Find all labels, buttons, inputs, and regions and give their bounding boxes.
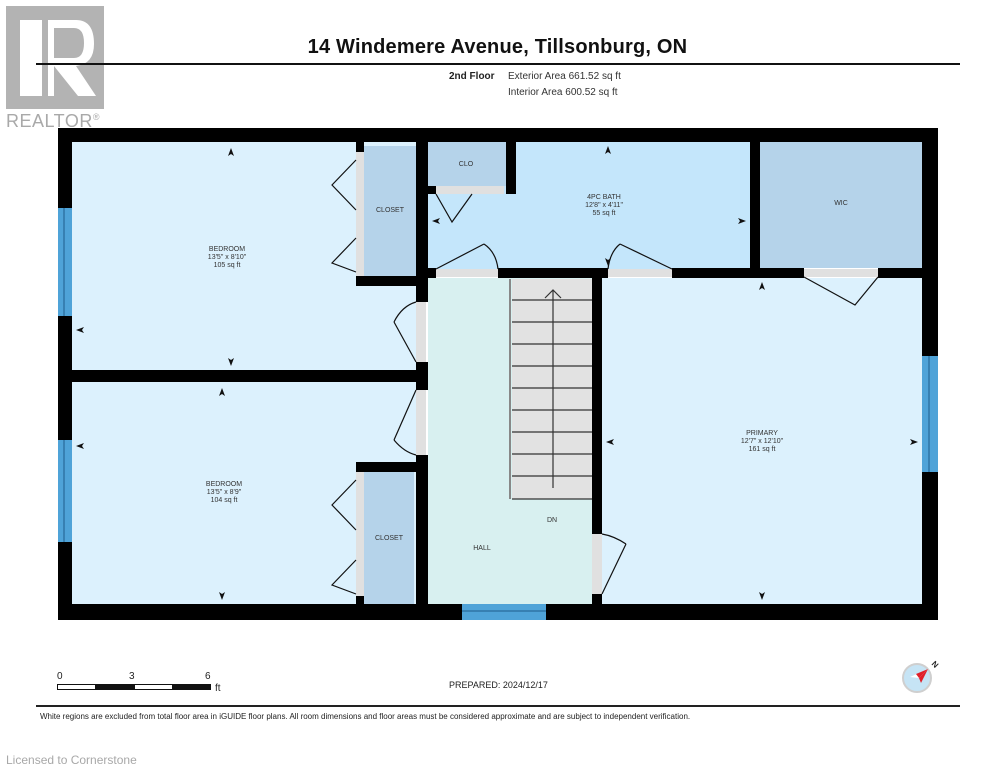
closet-2-area <box>364 472 414 604</box>
room-label-hall: HALL <box>473 545 491 552</box>
scale-label-3: 3 <box>129 671 135 682</box>
interior-area: Interior Area 600.52 sq ft <box>508 87 618 98</box>
prepared-date: PREPARED: 2024/12/17 <box>449 680 548 690</box>
scale-label-0: 0 <box>57 671 63 682</box>
room-label-closet-1: CLOSET <box>375 207 405 214</box>
room-label-clo: CLO <box>458 161 474 168</box>
scale-unit: ft <box>215 683 221 694</box>
page-title: 14 Windemere Avenue, Tillsonburg, ON <box>307 36 688 58</box>
floor-label: 2nd Floor <box>449 71 495 82</box>
clo-area <box>428 142 506 186</box>
wic-area <box>760 142 922 268</box>
compass-icon <box>902 663 932 693</box>
windows <box>58 208 938 620</box>
closet-1-area <box>364 146 416 276</box>
realtor-wordmark: REALTOR® <box>6 111 100 131</box>
licensed-to: Licensed to Cornerstone <box>6 753 137 767</box>
scale-label-6: 6 <box>205 671 211 682</box>
primary-area <box>602 278 922 604</box>
stairs <box>512 279 592 499</box>
room-label-wic: WIC <box>834 200 848 207</box>
realtor-logo <box>6 6 104 109</box>
title-divider <box>36 63 960 65</box>
exterior-area: Exterior Area 661.52 sq ft <box>508 71 621 82</box>
compass: N <box>900 659 942 694</box>
realtor-r-icon <box>20 20 96 96</box>
room-label-closet-2: CLOSET <box>374 535 404 542</box>
disclaimer: White regions are excluded from total fl… <box>40 712 691 721</box>
footer-divider <box>36 705 960 707</box>
room-label-dn: DN <box>546 517 558 524</box>
